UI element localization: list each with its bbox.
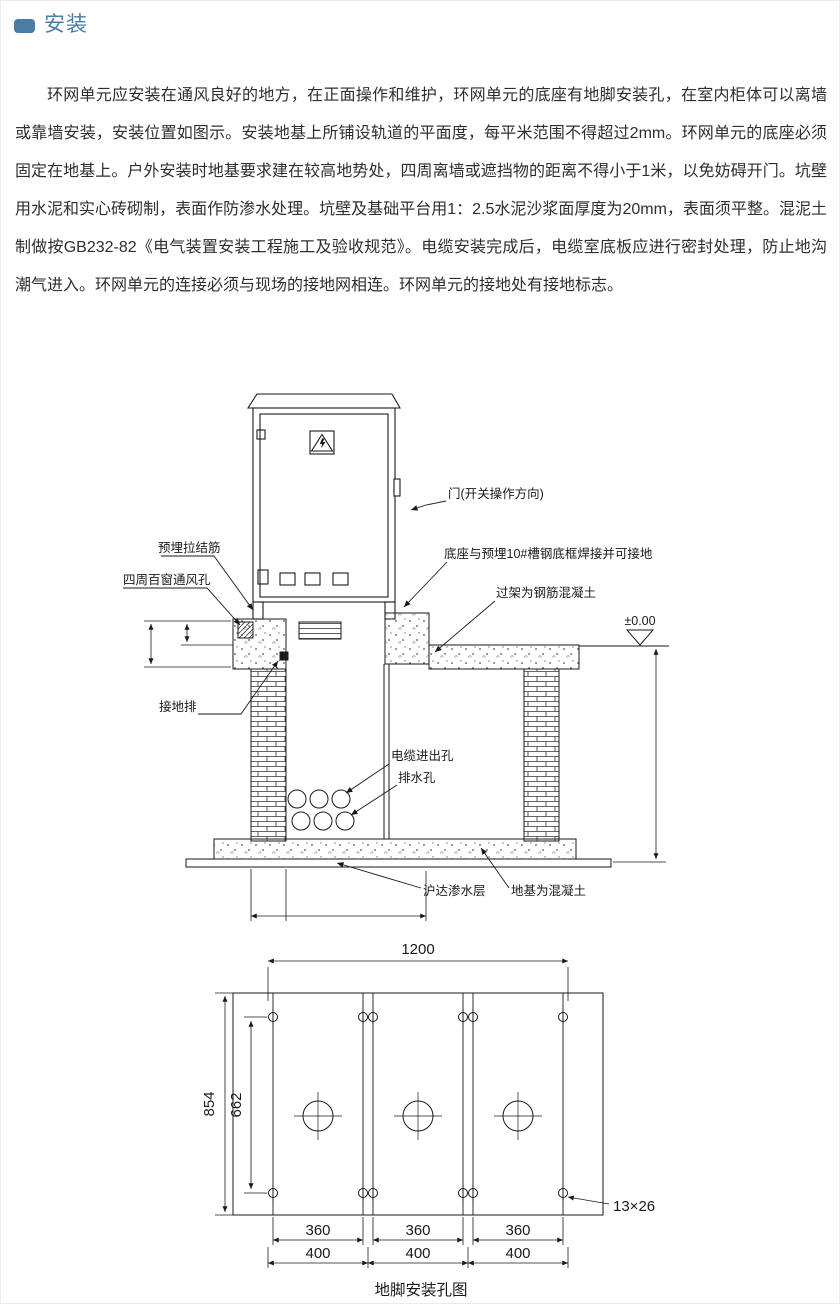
body-paragraph: 环网单元应安装在通风良好的地方，在正面操作和维护，环网单元的底座有地脚安装孔，在… [15,87,827,294]
section-title: 安装 [44,13,88,36]
cabinet [246,393,401,620]
diagrams-svg: ±0.00 门(开关操作方向) 预埋拉结筋 [123,393,669,1299]
dim-hole-size: 13×26 [613,1198,655,1215]
dim-outer-height: 854 [201,1091,218,1116]
center-holes [294,1092,542,1140]
label-seepage-layer: 沪达渗水层 [423,883,486,898]
cabinet-bottom-vent-2 [279,572,296,586]
base-plate-outline [232,992,604,1216]
center-louver-grille [298,621,342,640]
foundation-section [185,612,669,868]
seepage-base-layer [185,858,612,868]
dim-400-2: 400 [405,1245,430,1262]
door-handle [393,478,401,497]
cabinet-bottom-vent-3 [304,572,321,586]
elevation-marker-icon [625,629,655,646]
cabinet-body [252,407,396,603]
left-vent-grille [237,621,254,639]
label-door: 门(开关操作方向) [448,486,544,501]
installation-dimension-lines [144,620,666,921]
figure-caption: 地脚安装孔图 [374,1281,467,1299]
section-bullet-icon [14,18,35,33]
cabinet-bottom-vent-4 [332,572,349,586]
label-base-weld-ground: 底座与预埋10#槽钢底框焊接并可接地 [444,546,653,561]
right-brick-pier [523,668,560,842]
cabinet-small-vent [256,429,266,440]
cabinet-roof [246,393,401,409]
bottom-concrete-slab [213,838,577,860]
ground-bar-mark [279,651,289,661]
label-embedded-tie-bar: 预埋拉结筋 [158,540,221,555]
hole-layout-drawing [232,992,604,1216]
dim-400-3: 400 [505,1245,530,1262]
warning-sign-icon [309,430,335,455]
dim-360-3: 360 [505,1222,530,1239]
right-support-block [384,612,430,665]
cabinet-bottom-vent-1 [257,569,269,585]
elevation-label: ±0.00 [624,614,655,628]
dim-inner-height: 662 [228,1092,245,1117]
label-drain-hole: 排水孔 [398,771,436,785]
label-rc-frame: 过架为钢筋混凝土 [496,585,596,600]
cabinet-left-leg [252,601,264,620]
section-header: 安装 [14,8,88,38]
cable-entry-holes [287,789,355,831]
right-foundation-slab [428,644,580,670]
label-ground-bar: 接地排 [159,699,197,714]
bolt-lines [272,993,564,1215]
hole-layout-dimension-lines [215,958,610,1268]
dim-360-1: 360 [305,1222,330,1239]
leader-lines [123,500,510,889]
label-concrete-foundation: 地基为混凝土 [511,883,586,898]
left-brick-pier [250,668,287,842]
label-cable-holes: 电缆进出孔 [391,749,454,763]
label-vent-holes: 四周百窗通风孔 [123,573,211,587]
anchor-holes [268,1009,568,1201]
dim-360-2: 360 [405,1222,430,1239]
left-foundation-block [232,618,287,670]
dim-400-1: 400 [305,1245,330,1262]
dim-total-width: 1200 [401,941,434,958]
cabinet-door-panel [259,413,389,598]
